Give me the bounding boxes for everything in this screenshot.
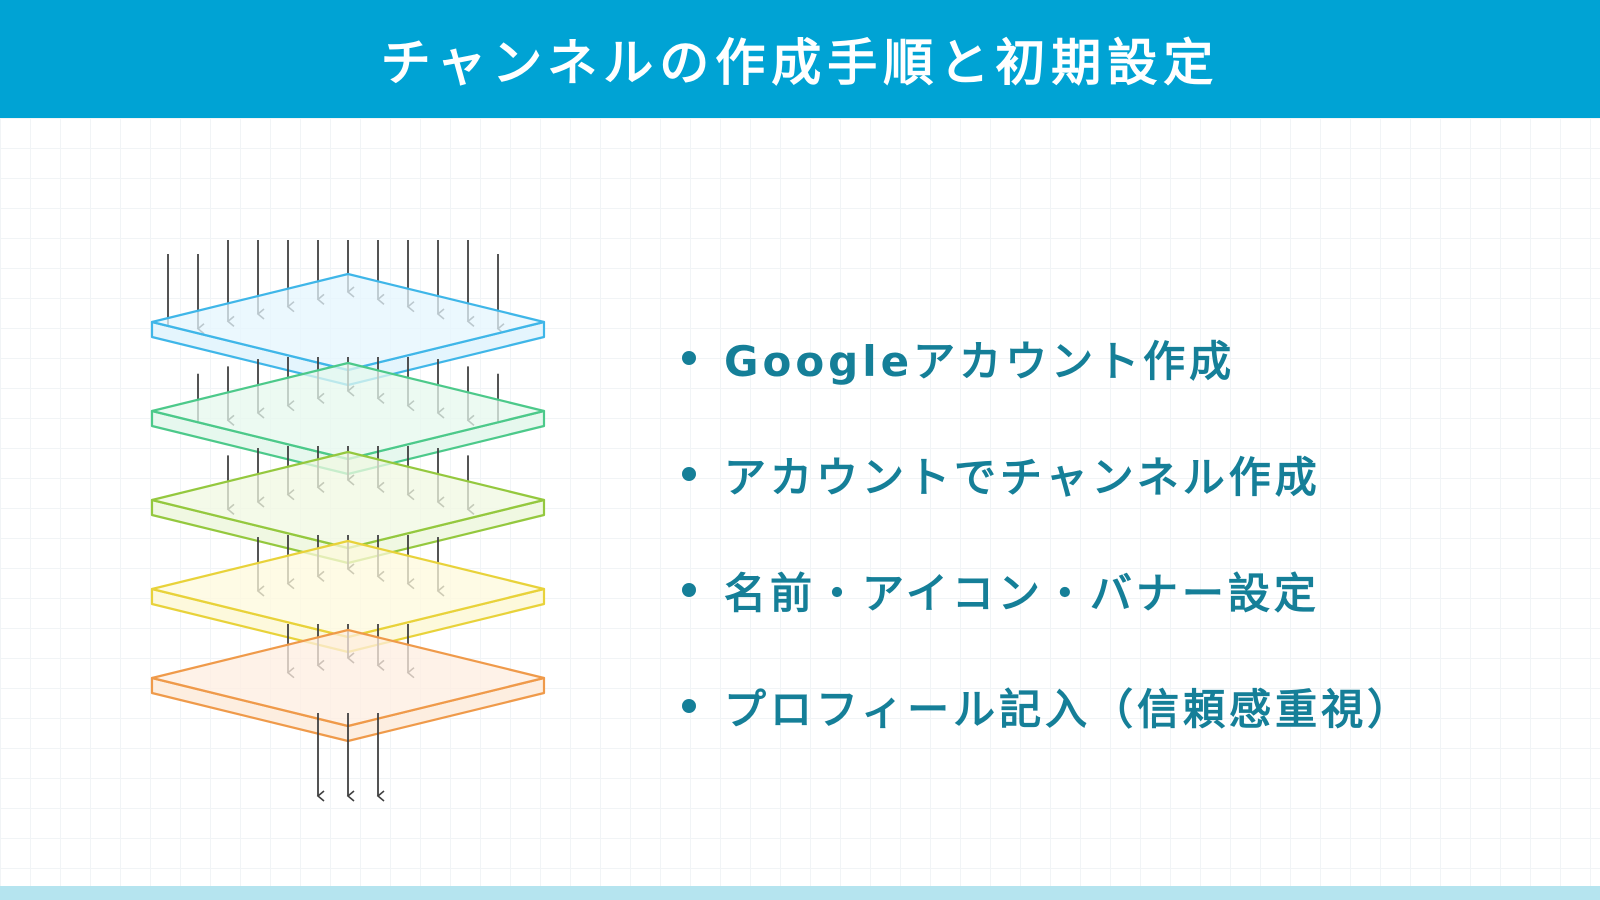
step-text: Googleアカウント作成 <box>724 336 1236 386</box>
filter-layer-face <box>150 628 546 728</box>
step-item: プロフィール記入（信頼感重視） <box>682 648 1413 764</box>
step-list: Googleアカウント作成 アカウントでチャンネル作成 名前・アイコン・バナー設… <box>682 300 1413 764</box>
step-item: アカウントでチャンネル作成 <box>682 416 1413 532</box>
bullet-dot-icon <box>682 699 696 713</box>
filter-layer-face <box>150 539 546 639</box>
page-title: チャンネルの作成手順と初期設定 <box>380 34 1220 92</box>
filter-layer-face <box>150 272 546 372</box>
step-item: 名前・アイコン・バナー設定 <box>682 532 1413 648</box>
filter-layer-face <box>150 361 546 461</box>
layer-filter-diagram <box>150 240 546 802</box>
bullet-dot-icon <box>682 467 696 481</box>
bullet-dot-icon <box>682 583 696 597</box>
step-text: アカウントでチャンネル作成 <box>724 452 1321 502</box>
footer-bar <box>0 886 1600 900</box>
step-text: 名前・アイコン・バナー設定 <box>724 568 1320 618</box>
step-item: Googleアカウント作成 <box>682 300 1413 416</box>
header-banner: チャンネルの作成手順と初期設定 <box>0 0 1600 118</box>
bullet-dot-icon <box>682 351 696 365</box>
step-text: プロフィール記入（信頼感重視） <box>724 684 1414 734</box>
filter-layer-face <box>150 450 546 550</box>
